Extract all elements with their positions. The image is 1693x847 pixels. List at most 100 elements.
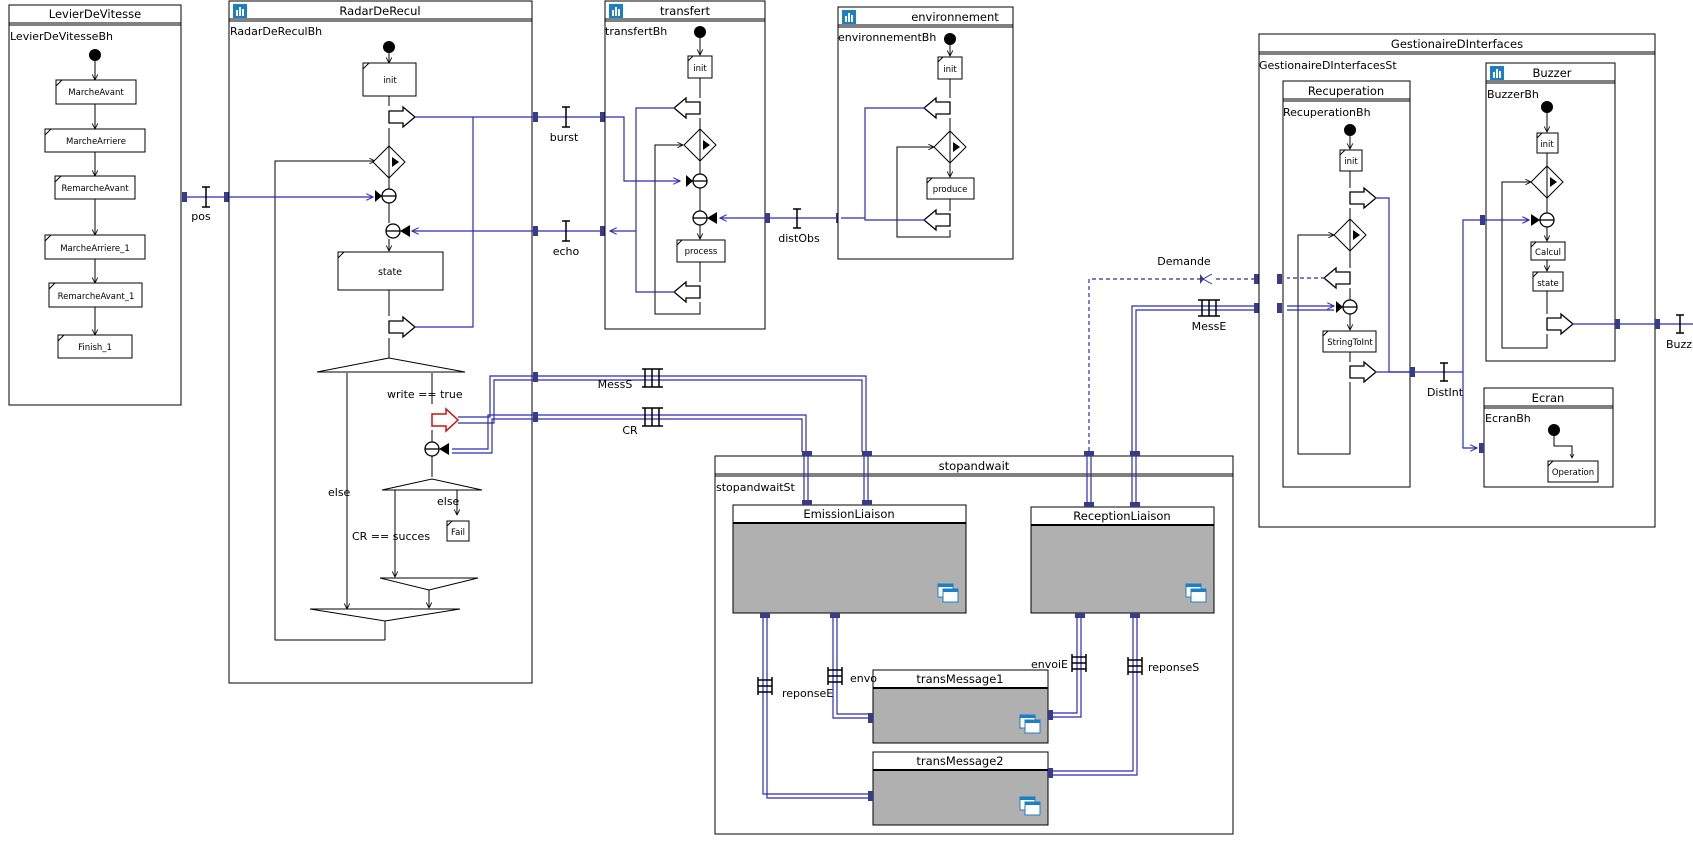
block-environnement[interactable]: environnement environnementBh init produ… [837,6,1014,260]
receive-distint[interactable] [1531,212,1555,228]
block-title: GestionaireDInterfaces [1391,37,1523,51]
block-stopandwait[interactable]: stopandwait stopandwaitSt EmissionLiaiso… [714,451,1234,835]
svg-text:process: process [685,247,718,257]
initial-state [944,33,956,45]
port[interactable] [765,213,770,223]
block-levier-de-vitesse[interactable]: LevierDeVitesse LevierDeVitesseBh Marche… [8,4,182,406]
block-title: transfert [660,4,710,18]
svg-text:init: init [1540,140,1554,150]
svg-text:MarcheAvant: MarcheAvant [68,88,124,98]
state-fail[interactable]: Fail [446,520,470,542]
send-signal-messs[interactable] [431,407,460,433]
part-title: transMessage2 [916,754,1003,768]
behavior-icon [1490,66,1504,80]
behavior-label: BuzzerBh [1487,88,1539,101]
part-buzzer[interactable]: Buzzer BuzzerBh init Calcul [1480,62,1620,362]
state-marche-avant[interactable]: MarcheAvant [55,79,137,105]
port[interactable] [1655,319,1660,329]
receive-distobs[interactable] [692,210,717,226]
block-gestionaire-dinterfaces[interactable]: GestionaireDInterfaces GestionaireDInter… [1258,33,1660,528]
state-finish-1[interactable]: Finish_1 [57,334,133,359]
connection-envoi-s[interactable]: envo [827,667,877,685]
svg-text:Fail: Fail [451,528,465,538]
behavior-icon [609,4,623,18]
part-reception-liaison[interactable]: ReceptionLiaison [1030,502,1215,618]
svg-text:init: init [943,65,957,75]
part-trans-message-2[interactable]: transMessage2 [868,751,1053,826]
svg-text:Finish_1: Finish_1 [78,343,112,353]
part-recuperation[interactable]: Recuperation RecuperationBh init [1277,80,1415,488]
svg-text:state: state [378,267,402,278]
svg-text:state: state [1537,279,1559,289]
receive-pos[interactable] [375,188,397,204]
connection-messs[interactable]: MessS [538,368,867,452]
part-title: transMessage1 [916,672,1003,686]
behavior-label: LevierDeVitesseBh [10,30,113,43]
behavior-icon [233,4,247,18]
state-string-to-int[interactable]: StringToInt [1322,330,1377,353]
behavior-label: RadarDeReculBh [230,25,322,38]
receive-echo[interactable] [385,223,410,239]
connection-pos[interactable]: pos [182,186,229,223]
connection-envoi-e[interactable]: envoiE [1031,654,1087,672]
connection-label: envo [850,672,877,685]
part-emission-liaison[interactable]: EmissionLiaison [732,500,967,618]
svg-text:init: init [693,64,707,74]
connection-demande[interactable]: Demande [1088,255,1259,451]
receive-messe[interactable] [1336,299,1358,315]
connection-cr[interactable]: CR [538,407,807,452]
state-operation[interactable]: Operation [1547,460,1599,483]
connection-reponse-e[interactable]: reponseE [757,677,833,700]
block-radar-de-recul[interactable]: RadarDeRecul RadarDeReculBh init [228,0,533,684]
part-trans-message-1[interactable]: transMessage1 [868,669,1053,744]
part-ecran[interactable]: Ecran EcranBh Operation [1479,387,1614,488]
connection-distint[interactable]: DistInt [1415,219,1480,448]
decision-node-cr [381,478,483,491]
initial-state [1541,101,1553,113]
svg-text:init: init [383,76,397,86]
receive-cr[interactable] [424,441,449,457]
block-title: RadarDeRecul [339,4,420,18]
merge-node-2 [309,608,461,622]
connection-reponse-s[interactable]: reponseS [1127,657,1199,675]
stopandwait-ports[interactable] [802,451,1140,456]
connection-distobs[interactable]: distObs [770,208,841,245]
initial-state [89,49,101,61]
behavior-label: EcranBh [1485,412,1531,425]
connection-echo[interactable]: echo [538,220,605,258]
connection-label: echo [553,245,580,258]
state-marche-arriere[interactable]: MarcheArriere [44,128,146,153]
guard-write: write == true [387,388,463,401]
fork-node [1530,165,1564,199]
svg-text:Calcul: Calcul [1535,248,1561,258]
connection-buzz[interactable]: Buzz [1660,314,1693,351]
state-init[interactable]: init [687,55,713,79]
svg-text:MarcheArriere: MarcheArriere [66,137,126,147]
decision-node [316,357,466,373]
state-init[interactable]: init [937,56,963,80]
state-init[interactable]: init [1339,149,1363,172]
radar-ports[interactable] [533,112,538,422]
state-marche-arriere-1[interactable]: MarcheArriere_1 [44,234,146,260]
state-process[interactable]: process [676,239,726,263]
connection-messe[interactable]: MessE [1131,299,1259,451]
part-title: Ecran [1532,391,1565,405]
fork-node [683,128,717,162]
state-state[interactable]: state [337,251,444,291]
connection-burst[interactable]: burst [538,106,605,144]
part-title: EmissionLiaison [803,507,894,521]
receive-burst[interactable] [686,173,708,189]
structure-label: stopandwaitSt [716,481,796,494]
svg-text:RemarcheAvant_1: RemarcheAvant_1 [58,292,135,302]
state-init[interactable]: init [1536,132,1559,154]
behavior-label: RecuperationBh [1283,106,1371,119]
state-produce[interactable]: produce [926,177,975,200]
state-remarche-avant[interactable]: RemarcheAvant [54,175,136,200]
fork-node [1333,218,1367,252]
state-remarche-avant-1[interactable]: RemarcheAvant_1 [48,282,143,308]
state-state[interactable]: state [1532,271,1564,292]
svg-text:StringToInt: StringToInt [1327,338,1373,348]
block-transfert[interactable]: transfert transfertBh init process [604,0,770,330]
state-init[interactable]: init [362,62,417,97]
state-calcul[interactable]: Calcul [1530,241,1566,261]
